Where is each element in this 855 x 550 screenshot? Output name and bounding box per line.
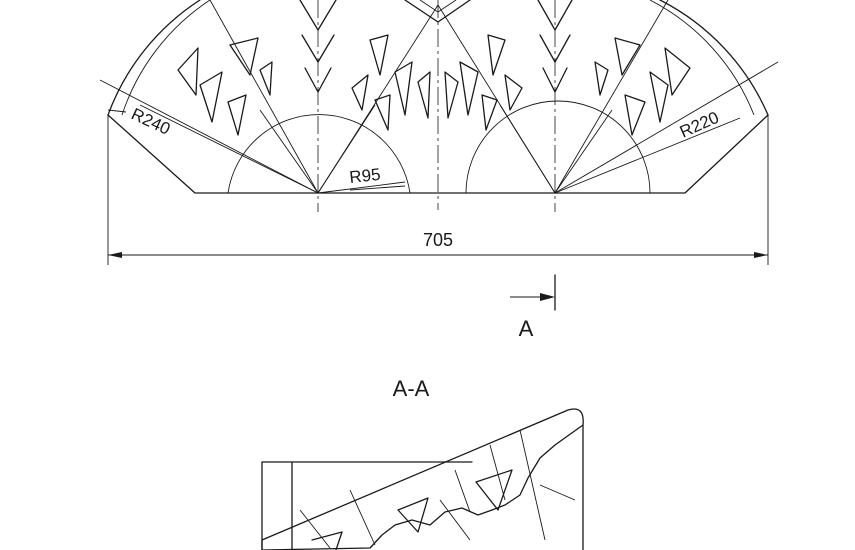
section-view: [261, 408, 584, 550]
teeth-right: [444, 0, 691, 136]
peak-lines: [404, 0, 471, 23]
section-marker-label: A: [519, 316, 534, 341]
body-outline: [107, 114, 769, 194]
arc-r95-right: [465, 100, 651, 194]
inner-arc-left: [121, 0, 211, 116]
radial-lines-right: [437, 0, 779, 194]
inner-arc-right: [649, 0, 755, 116]
arc-r95-left: [227, 114, 411, 194]
label-r240: R240: [128, 104, 173, 138]
dimension-value: 705: [423, 230, 453, 250]
teeth-left: [177, 0, 431, 136]
section-marker: A: [510, 274, 556, 341]
outer-arc-right: [659, 0, 769, 116]
label-r220: R220: [677, 108, 722, 142]
hatched-section: [261, 408, 584, 550]
label-r95: R95: [348, 165, 381, 187]
outer-arc-left: [107, 0, 201, 116]
dimension-705: 705: [108, 230, 768, 258]
top-view: R240 R95 R220: [99, 0, 779, 265]
section-title: A-A: [393, 376, 430, 401]
